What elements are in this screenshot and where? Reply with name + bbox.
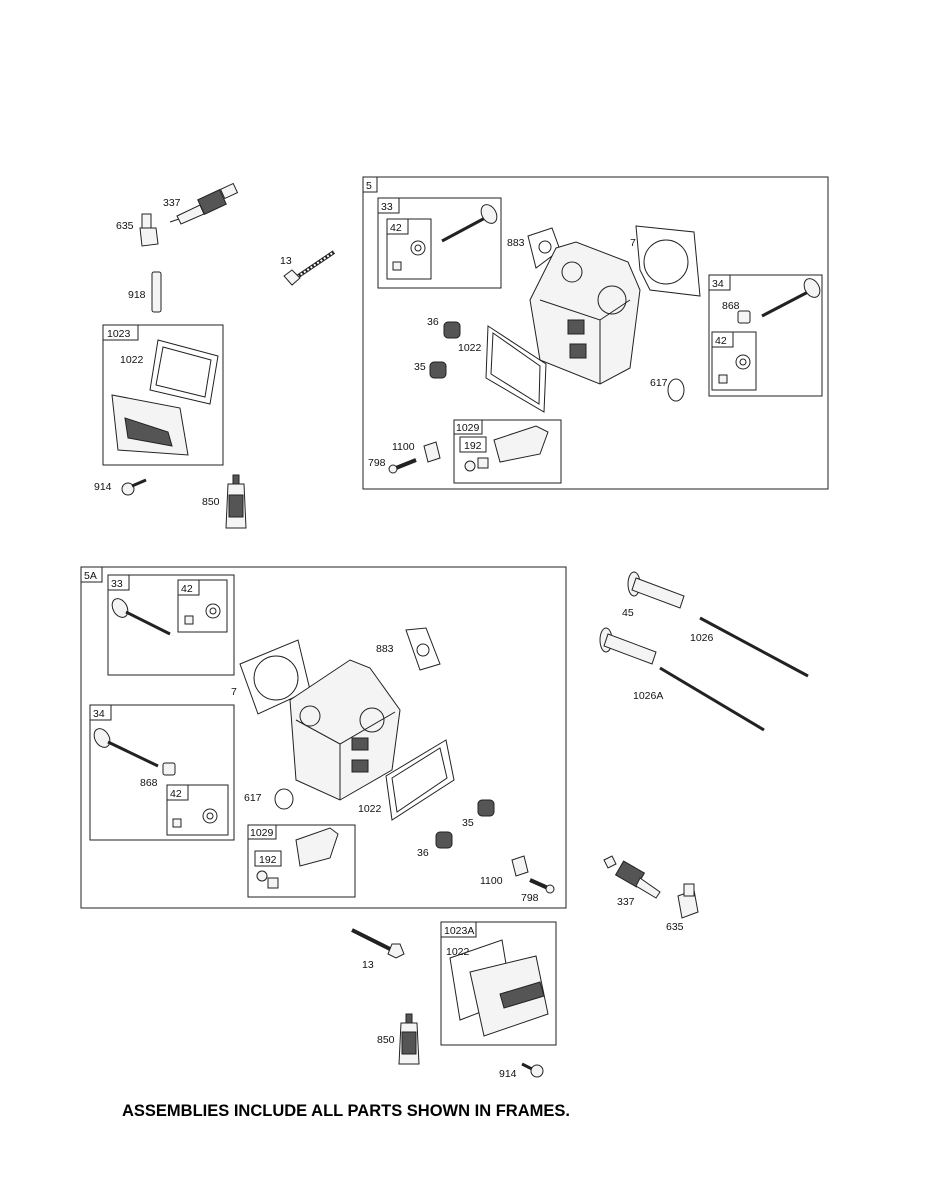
label-1022-frame5A: 1022	[358, 803, 382, 815]
label-35-mid: 35	[462, 817, 474, 829]
valve-cover-top	[111, 394, 189, 456]
spark-plug-337-bottom	[603, 855, 661, 899]
spring-36-mid	[435, 831, 453, 849]
valve-seal-868-top	[737, 310, 751, 324]
gasket-1022-top	[149, 339, 219, 405]
label-337-bottom: 337	[617, 896, 635, 908]
push-rod-guide-1100-mid	[511, 855, 529, 877]
label-798-mid: 798	[521, 892, 539, 904]
label-918: 918	[128, 289, 146, 301]
screw-914-top	[121, 478, 147, 496]
intake-valve-33-top	[441, 204, 498, 243]
label-13-bottom: 13	[362, 959, 374, 971]
screw-798-mid	[529, 878, 555, 894]
frame-label-33-top: 33	[381, 201, 393, 213]
label-36-top: 36	[427, 316, 439, 328]
screw-914-bottom	[521, 1062, 544, 1078]
label-883-mid: 883	[376, 643, 394, 655]
frame-label-1023A: 1023A	[444, 925, 474, 937]
frame-label-1029-mid: 1029	[250, 827, 274, 839]
sealant-tube-850-bottom	[398, 1013, 420, 1065]
push-rod-1026	[699, 616, 809, 678]
bolt-13-top	[283, 250, 336, 286]
label-45: 45	[622, 607, 634, 619]
push-rod-1026A	[659, 666, 765, 732]
frame-label-5: 5	[366, 180, 372, 192]
gasket-883-mid	[405, 627, 441, 671]
spring-36-top	[443, 321, 461, 339]
exhaust-valve-34-top	[761, 278, 821, 318]
label-7-top: 7	[630, 237, 636, 249]
gasket-1022-frame5A	[385, 739, 455, 821]
label-635-bottom: 635	[666, 921, 684, 933]
label-35-top: 35	[414, 361, 426, 373]
frame-1023: 1023 1022	[102, 324, 224, 466]
label-1022-top-left: 1022	[120, 354, 144, 366]
intake-valve-33-mid	[111, 598, 171, 636]
cylinder-head-mid	[289, 659, 401, 801]
frame-label-34-top: 34	[712, 278, 724, 290]
push-rod-guide-1100-top	[423, 441, 441, 463]
label-850-bottom: 850	[377, 1034, 395, 1046]
frame-label-1023: 1023	[107, 328, 131, 340]
spark-plug-boot-635	[139, 213, 159, 247]
frame-label-42-mid-b: 42	[170, 788, 182, 800]
dowel-918	[151, 271, 162, 313]
label-635-top: 635	[116, 220, 134, 232]
label-617-mid: 617	[244, 792, 262, 804]
frame-label-192-top: 192	[464, 440, 482, 452]
frame-label-42-top-b: 42	[715, 335, 727, 347]
frame-1023A: 1023A 1022	[440, 921, 557, 1046]
sealant-tube-850-top	[225, 474, 247, 529]
label-914-top: 914	[94, 481, 112, 493]
label-1022-bottom: 1022	[446, 946, 470, 958]
frame-label-192-mid: 192	[259, 854, 277, 866]
spark-plug-337	[169, 182, 239, 225]
assemblies-note: ASSEMBLIES INCLUDE ALL PARTS SHOWN IN FR…	[122, 1102, 570, 1120]
frame-label-1029-top: 1029	[456, 422, 480, 434]
rocker-arm-1029-top	[493, 425, 549, 463]
label-1022-frame5: 1022	[458, 342, 482, 354]
bolt-13-bottom	[351, 928, 405, 959]
label-1026: 1026	[690, 632, 714, 644]
label-868-mid: 868	[140, 777, 158, 789]
frame-label-5A: 5A	[84, 570, 97, 582]
label-7-mid: 7	[231, 686, 237, 698]
spring-35-top	[429, 361, 447, 379]
label-13-top: 13	[280, 255, 292, 267]
frame-label-33-mid: 33	[111, 578, 123, 590]
valve-seal-868-mid	[162, 762, 176, 776]
label-1026A: 1026A	[633, 690, 663, 702]
gasket-1022-frame5	[485, 325, 547, 413]
spring-35-mid	[477, 799, 495, 817]
label-850-top: 850	[202, 496, 220, 508]
frame-label-42-mid-a: 42	[181, 583, 193, 595]
label-1100-mid: 1100	[480, 875, 503, 887]
cylinder-head-top	[529, 241, 641, 385]
label-798-top: 798	[368, 457, 386, 469]
label-36-mid: 36	[417, 847, 429, 859]
frame-5: 5 33 42 883 7	[362, 176, 829, 490]
screw-798-top	[388, 458, 417, 474]
rocker-arm-1029-mid	[295, 827, 339, 867]
frame-5A: 5A 33 42 7 883	[80, 566, 567, 909]
label-337-top: 337	[163, 197, 181, 209]
frame-label-34-mid: 34	[93, 708, 105, 720]
label-868-top: 868	[722, 300, 740, 312]
spark-plug-boot-635-bottom	[677, 883, 699, 919]
o-ring-617-mid	[274, 788, 294, 810]
label-883-top: 883	[507, 237, 525, 249]
o-ring-617-top	[667, 378, 685, 402]
exhaust-valve-34-mid	[93, 728, 159, 768]
label-1100-top: 1100	[392, 441, 415, 453]
label-617-top: 617	[650, 377, 668, 389]
head-gasket-7-top	[635, 225, 701, 297]
valve-lifter-1026A	[599, 627, 657, 665]
frame-label-42-top-a: 42	[390, 222, 402, 234]
valve-lifter-45	[627, 571, 685, 609]
label-914-bottom: 914	[499, 1068, 517, 1080]
